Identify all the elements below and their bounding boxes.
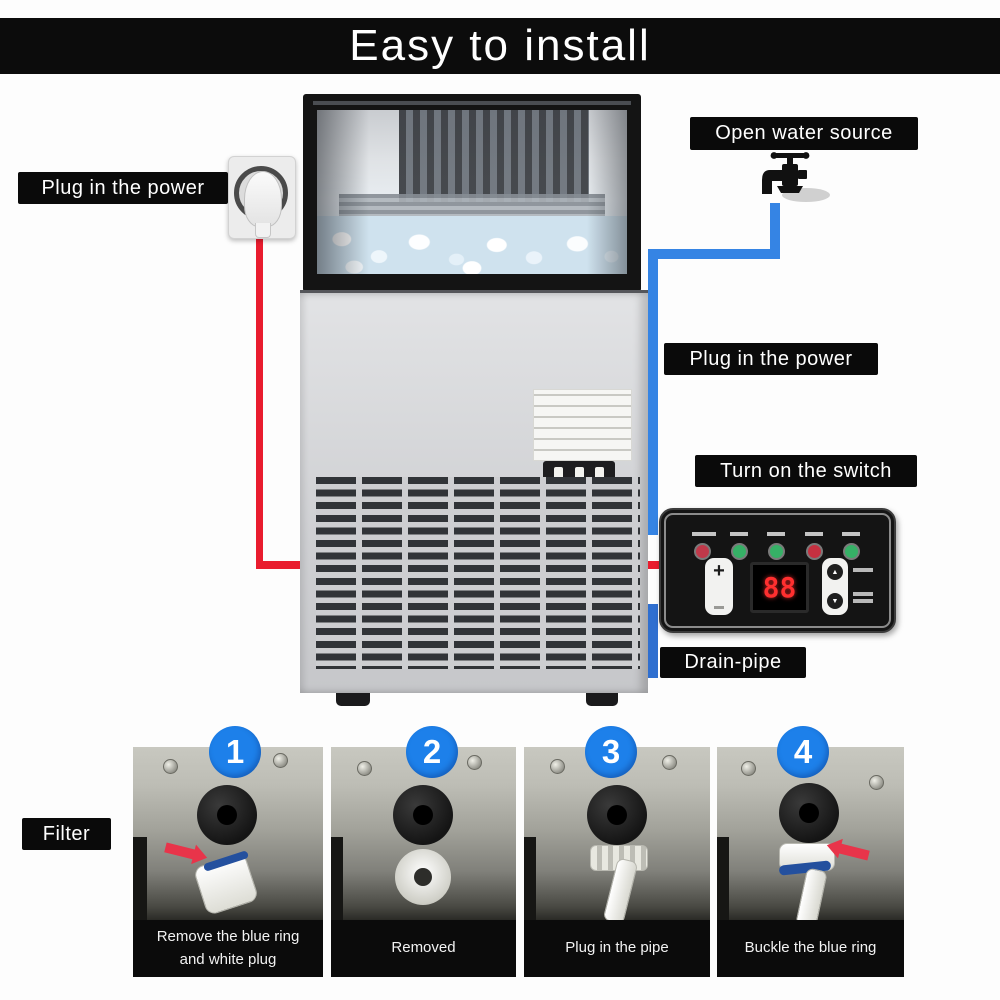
glass-shade-right	[587, 110, 627, 274]
water-pipe	[795, 867, 828, 920]
power-plug-icon	[244, 171, 282, 227]
step-caption-4: Buckle the blue ring	[717, 920, 904, 977]
label-plug-in-power-right: Plug in the power	[664, 343, 878, 375]
caption-line: Plug in the pipe	[565, 939, 669, 957]
step-panel-1: Remove the blue ring and white plug	[133, 747, 323, 977]
led-label	[805, 532, 823, 536]
photo-edge	[331, 836, 343, 920]
label-turn-on-switch: Turn on the switch	[695, 455, 917, 487]
up-arrow-icon: ▲	[831, 568, 839, 576]
step-badge-4: 4	[777, 726, 829, 778]
ice-window	[317, 110, 627, 274]
led-label	[767, 532, 785, 536]
minus-mark	[714, 606, 724, 609]
label-text: Filter	[42, 822, 91, 845]
step-number: 2	[422, 733, 442, 770]
filter-knob	[197, 785, 257, 845]
water-pipe-vertical	[648, 249, 658, 535]
label-text: Plug in the power	[689, 347, 853, 370]
up-down-buttons: ▲ ▼	[822, 558, 848, 615]
led-green-1	[731, 543, 748, 560]
down-button: ▼	[827, 593, 843, 609]
water-pipe-horizontal	[648, 249, 780, 259]
led-label	[692, 532, 716, 536]
red-arrow-icon	[164, 842, 196, 860]
open-fitting	[395, 849, 451, 905]
photo-edge	[717, 836, 729, 920]
led-green-3	[843, 543, 860, 560]
evaporator	[399, 110, 589, 202]
led-label	[842, 532, 860, 536]
caption-line: Removed	[391, 939, 456, 957]
step-panel-4: Buckle the blue ring	[717, 747, 904, 977]
ice-maker-top-unit	[303, 94, 641, 292]
water-pipe-from-faucet	[770, 203, 780, 259]
screw-icon	[662, 755, 677, 770]
filter-knob	[587, 785, 647, 845]
label-plug-in-power-left: Plug in the power	[18, 172, 228, 204]
step-caption-2: Removed	[331, 920, 516, 977]
vent-grille	[316, 477, 640, 669]
step-panel-3: Plug in the pipe	[524, 747, 710, 977]
drain-pipe-line	[648, 604, 658, 678]
step-caption-3: Plug in the pipe	[524, 920, 710, 977]
label-text: Plug in the power	[41, 176, 205, 199]
up-button: ▲	[827, 564, 843, 580]
panel-text-mark	[853, 592, 873, 596]
red-arrow-icon	[838, 843, 870, 861]
faucet-icon	[744, 148, 840, 210]
led-green-2	[768, 543, 785, 560]
step-number: 1	[225, 733, 245, 770]
down-arrow-icon: ▼	[831, 597, 839, 605]
control-panel: + 88 ▲ ▼	[659, 508, 896, 633]
plug-neck	[255, 223, 271, 238]
step-number: 3	[601, 733, 621, 770]
top-frame-strip	[313, 101, 631, 105]
label-text: Drain-pipe	[684, 651, 782, 673]
plus-sign: +	[713, 560, 725, 582]
step-badge-1: 1	[209, 726, 261, 778]
step-badge-3: 3	[585, 726, 637, 778]
photo-edge	[524, 836, 536, 920]
page-title: Easy to install	[349, 21, 651, 70]
screw-icon	[741, 761, 756, 776]
ice-maker-body	[300, 290, 648, 693]
screw-icon	[163, 759, 178, 774]
caption-line: Buckle the blue ring	[744, 939, 877, 957]
label-open-water-source: Open water source	[690, 117, 918, 150]
screw-icon	[467, 755, 482, 770]
display-value: 88	[762, 571, 797, 604]
plus-button: +	[705, 558, 733, 615]
glass-shade-left	[317, 110, 369, 274]
screw-icon	[273, 753, 288, 768]
step-number: 4	[793, 733, 813, 770]
spec-sticker	[533, 389, 632, 461]
step-panel-2: Removed	[331, 747, 516, 977]
panel-text-mark	[853, 568, 873, 572]
label-text: Turn on the switch	[720, 459, 892, 482]
led-label	[730, 532, 748, 536]
digital-display: 88	[750, 562, 809, 613]
screw-icon	[869, 775, 884, 790]
power-cable-vertical	[256, 236, 263, 569]
caption-line: and white plug	[179, 950, 277, 968]
screw-icon	[357, 761, 372, 776]
photo-edge	[133, 836, 147, 920]
led-red-1	[694, 543, 711, 560]
label-text: Open water source	[715, 122, 893, 144]
step-photo-3	[524, 747, 710, 920]
step-badge-2: 2	[406, 726, 458, 778]
led-red-2	[806, 543, 823, 560]
panel-text-mark	[853, 599, 873, 603]
title-bar: Easy to install	[0, 18, 1000, 74]
caption-line: Remove the blue ring	[156, 928, 300, 945]
screw-icon	[550, 759, 565, 774]
step-caption-1: Remove the blue ring and white plug	[133, 920, 323, 977]
power-outlet	[228, 156, 296, 239]
label-drain-pipe: Drain-pipe	[660, 647, 806, 678]
filter-knob	[779, 783, 839, 843]
label-filter: Filter	[22, 818, 111, 850]
filter-knob	[393, 785, 453, 845]
